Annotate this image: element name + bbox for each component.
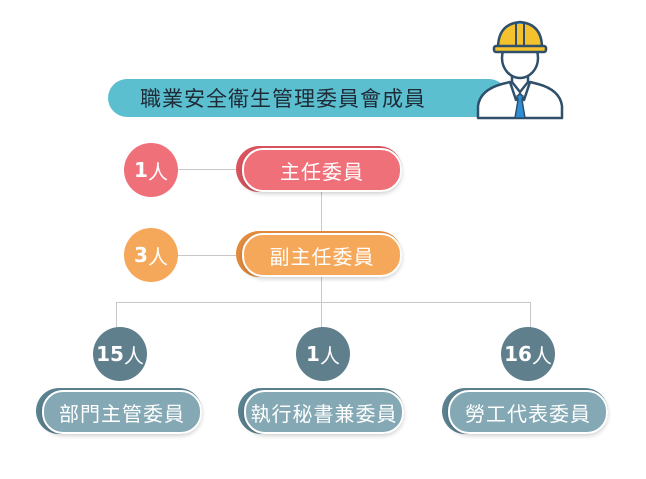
- labor-reps-count-unit: 人: [531, 343, 552, 368]
- page-title: 職業安全衛生管理委員會成員: [140, 87, 426, 111]
- connector-vice-count: [150, 255, 245, 256]
- vice-chair-count: 3: [134, 243, 148, 267]
- labor-reps-count: 16: [504, 342, 532, 366]
- connector-branch-horizontal: [116, 302, 531, 303]
- vice-chair-count-unit: 人: [147, 244, 168, 269]
- chair-count: 1: [134, 158, 148, 182]
- connector-chair-count: [150, 169, 245, 170]
- exec-secretary-role: 執行秘書兼委員: [238, 388, 404, 434]
- dept-heads-count-unit: 人: [123, 343, 144, 368]
- chair-label: 主任委員: [242, 148, 402, 192]
- dept-heads-label: 部門主管委員: [42, 390, 202, 434]
- construction-worker-icon: [472, 14, 568, 120]
- vice-chair-label: 副主任委員: [242, 233, 402, 277]
- exec-secretary-label: 執行秘書兼委員: [244, 390, 404, 434]
- dept-heads-count: 15: [96, 342, 124, 366]
- exec-secretary-count: 1: [306, 342, 320, 366]
- exec-secretary-count-unit: 人: [319, 343, 340, 368]
- chair-role: 主任委員: [236, 146, 402, 192]
- vice-chair-role: 副主任委員: [236, 231, 402, 277]
- connector-branch-center: [321, 302, 322, 328]
- chair-count-unit: 人: [147, 159, 168, 184]
- labor-reps-label: 勞工代表委員: [448, 390, 608, 434]
- dept-heads-role: 部門主管委員: [36, 388, 202, 434]
- connector-branch-left: [116, 302, 117, 328]
- labor-reps-role: 勞工代表委員: [442, 388, 608, 434]
- connector-branch-right: [530, 302, 531, 328]
- title-banner: 職業安全衛生管理委員會成員: [108, 79, 508, 117]
